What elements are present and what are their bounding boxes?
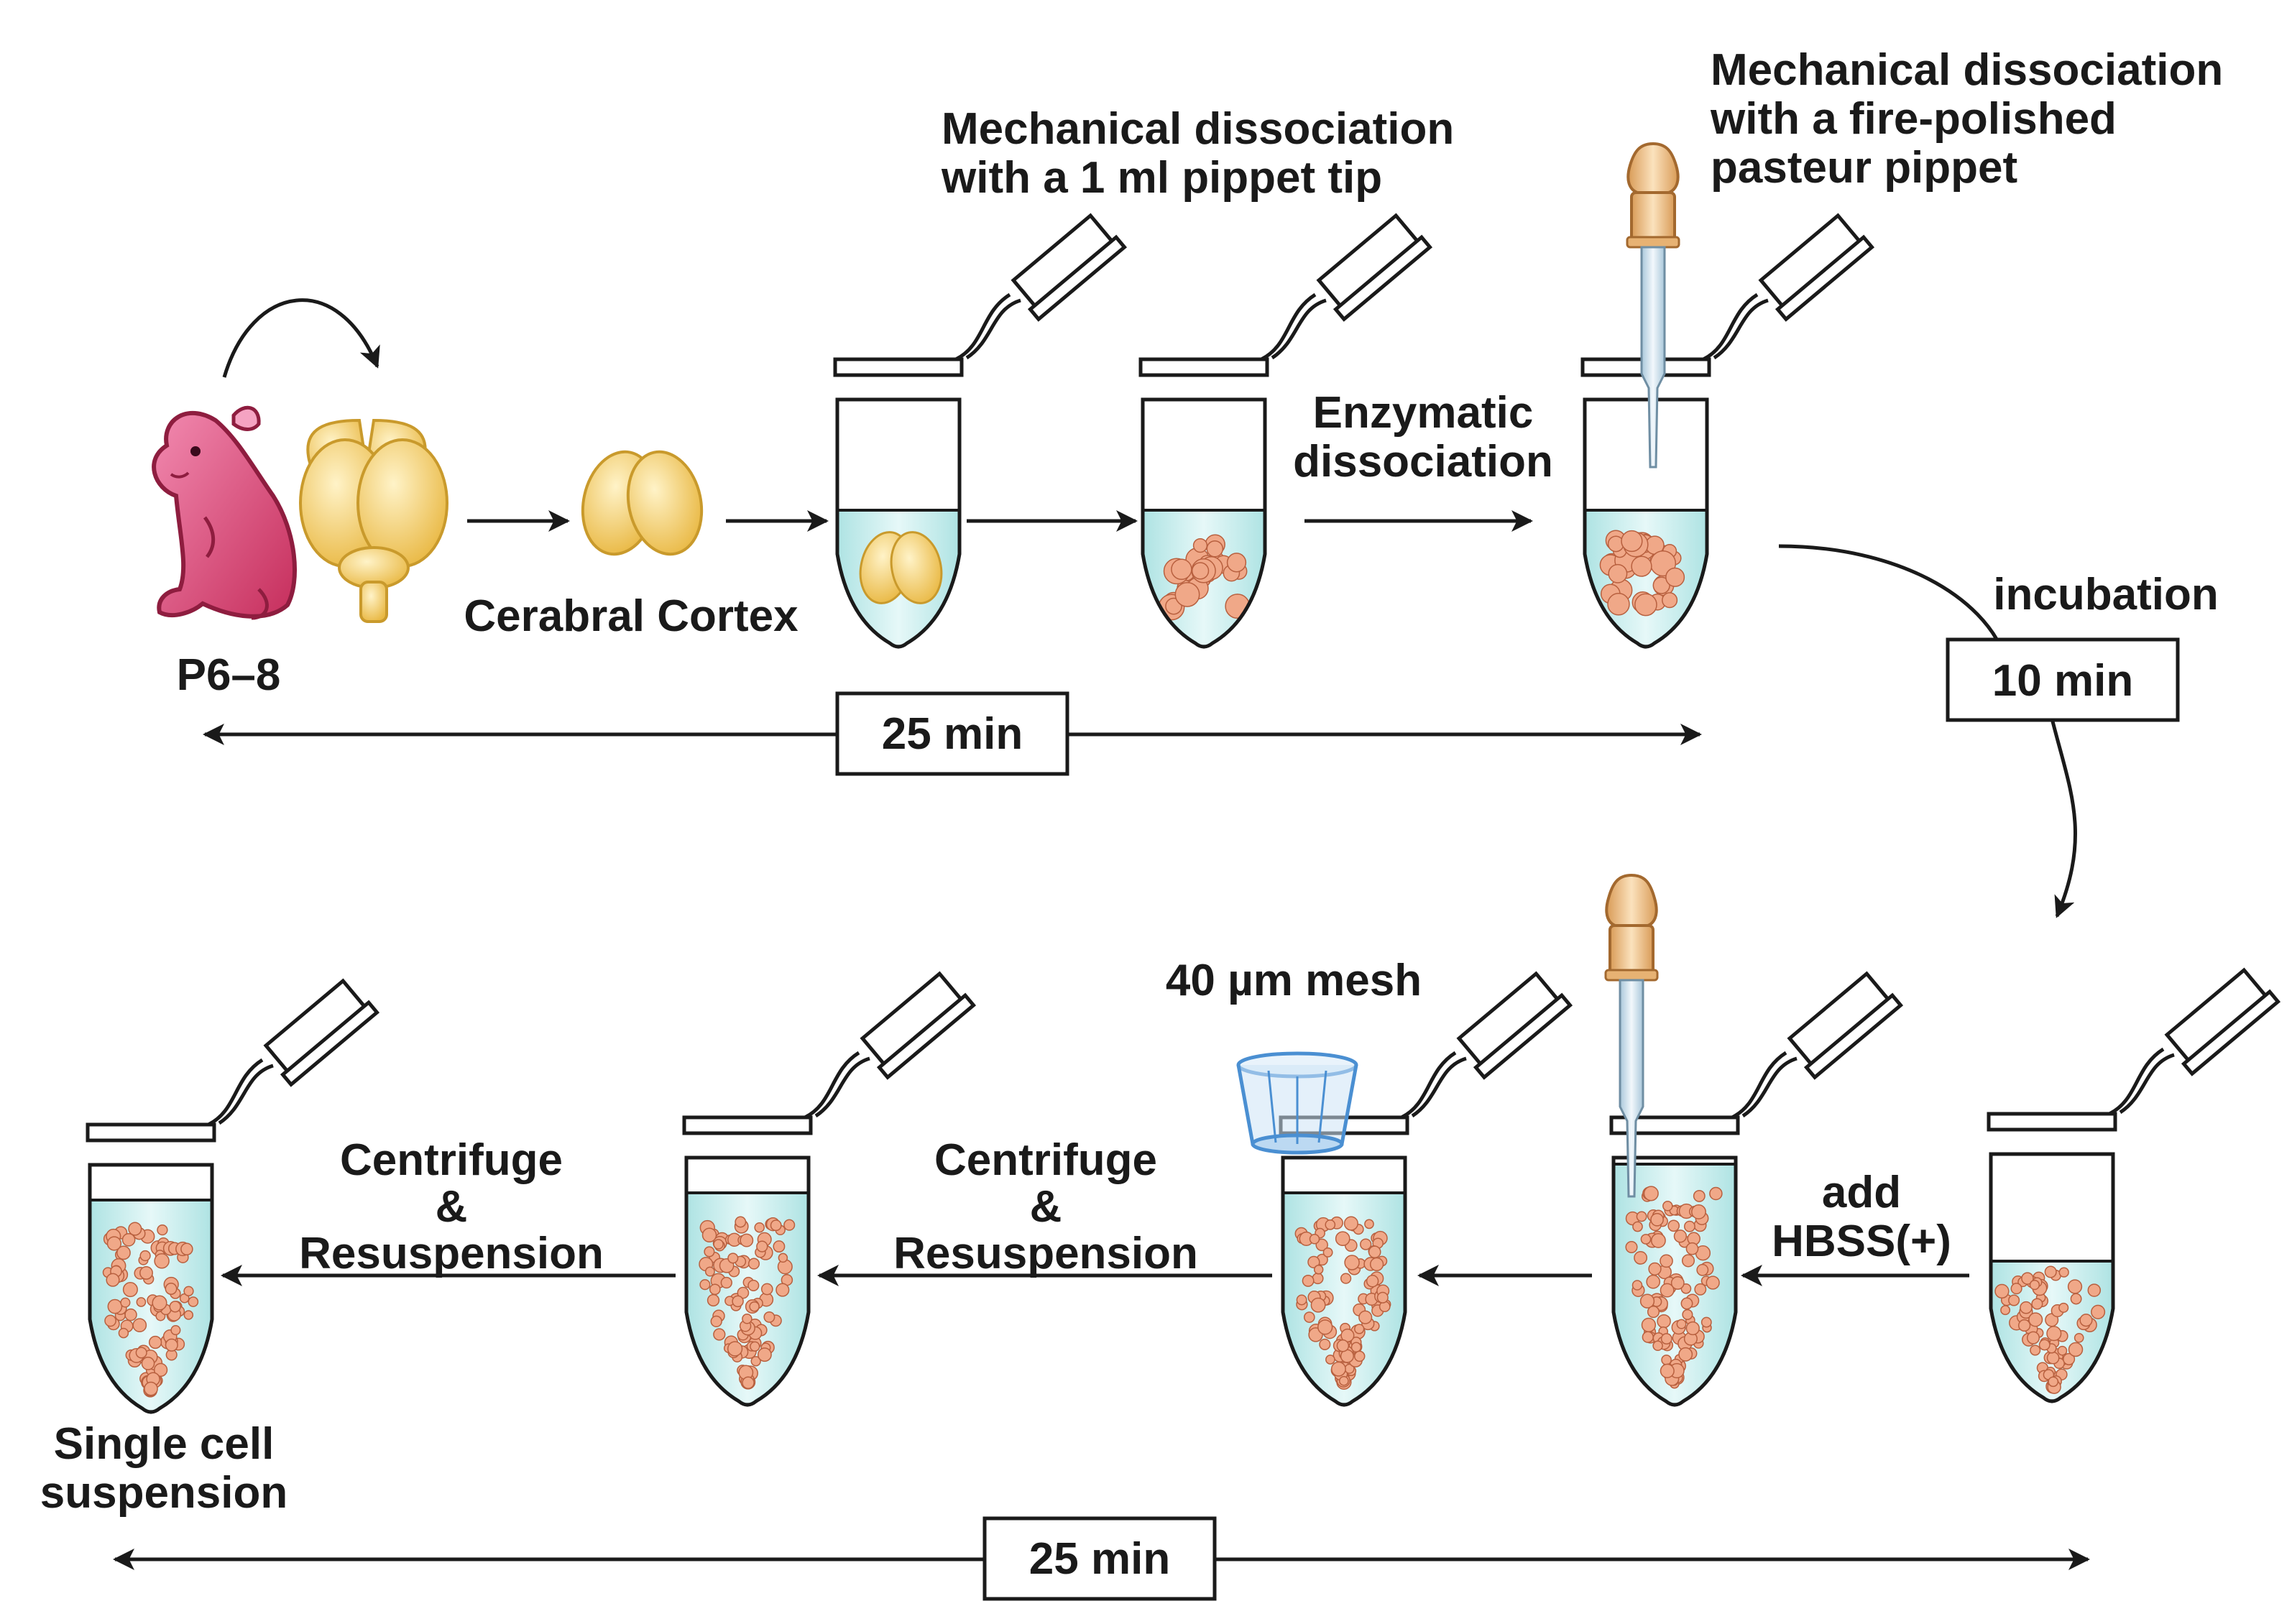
enzymatic-label-2: dissociation: [1293, 437, 1553, 486]
incubation-time-box: [1946, 637, 2180, 722]
tube-resuspended-2-icon: [86, 978, 380, 1414]
mech-tip-label-2: with a 1 ml pippet tip: [941, 153, 1382, 203]
incubation-label: incubation: [1993, 570, 2218, 619]
centrifuge-a-label-2: &: [1030, 1182, 1062, 1232]
incubation-time-label: 10 min: [1992, 656, 2133, 706]
bottom-duration-box: [982, 1516, 1217, 1601]
age-label: P6–8: [177, 650, 281, 700]
centrifuge-a-label-3: Resuspension: [893, 1229, 1198, 1278]
tube-incubated-icon: [1987, 967, 2281, 1403]
cerebral-cortex-icon: [581, 450, 704, 556]
centrifuge-b-label-1: Centrifuge: [340, 1135, 563, 1185]
tube-hbss-icon: [1609, 971, 1904, 1407]
centrifuge-b-label-3: Resuspension: [299, 1229, 604, 1278]
cells: [1158, 534, 1251, 621]
cells: [1625, 1186, 1723, 1389]
tube-pipetted-icon: [1580, 213, 1875, 649]
extract-brain-arrow: [222, 298, 380, 378]
mech-pasteur-label-1: Mechanical dissociation: [1711, 45, 2223, 95]
single-cell-label-1: Single cell: [54, 1419, 275, 1469]
mouse-pup-icon: [152, 405, 298, 620]
mech-pasteur-label-3: pasteur pippet: [1711, 143, 2017, 193]
cortex-label: Cerabral Cortex: [464, 591, 798, 641]
cells: [1994, 1265, 2106, 1394]
cortex-in-tube-icon: [859, 531, 943, 604]
cells: [1294, 1216, 1391, 1390]
mesh-strainer-icon: [1236, 1051, 1358, 1155]
tube-resuspended-1-icon: [682, 971, 977, 1407]
centrifuge-b-label-2: &: [436, 1182, 468, 1232]
enzymatic-label-1: Enzymatic: [1313, 388, 1534, 438]
cells: [699, 1216, 796, 1390]
whole-brain-icon: [299, 418, 448, 623]
add-label-1: add: [1822, 1168, 1901, 1217]
single-cell-label-2: suspension: [40, 1468, 288, 1518]
pasteur-pipette-bottom-icon: [1604, 873, 1659, 1198]
mech-pasteur-label-2: with a fire-polished: [1710, 94, 2117, 144]
mech-tip-label-1: Mechanical dissociation: [942, 104, 1454, 154]
top-duration-box: [835, 691, 1069, 776]
labels: Mechanical dissociation with a 1 ml pipp…: [40, 45, 2223, 1584]
cells: [1599, 530, 1685, 617]
incubation-curve-arrow: [1778, 544, 2007, 658]
centrifuge-a-label-1: Centrifuge: [934, 1135, 1157, 1185]
tube-mesh-icon: [1279, 971, 1573, 1407]
incubation-down-arrow: [2050, 718, 2077, 918]
pasteur-pipette-top-icon: [1626, 142, 1680, 469]
add-label-2: HBSS(+): [1772, 1217, 1951, 1266]
cells: [102, 1222, 199, 1398]
mesh-label: 40 µm mesh: [1166, 956, 1422, 1005]
top-duration-label: 25 min: [882, 709, 1023, 759]
bottom-duration-label: 25 min: [1029, 1534, 1170, 1584]
